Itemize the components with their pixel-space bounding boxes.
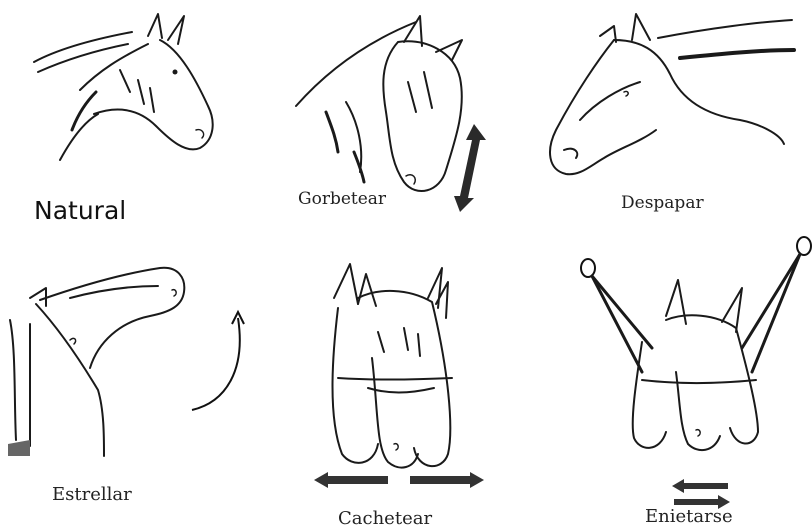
swing-left-arrow-icon — [314, 470, 390, 490]
panel-label-enietarse: Enietarse — [645, 506, 733, 527]
tie-left-arrow-icon — [672, 478, 730, 494]
panel-label-estrellar: Estrellar — [52, 484, 132, 505]
panel-label-despapar: Despapar — [621, 193, 704, 213]
horse-head-extended-icon — [540, 10, 800, 185]
horse-head-tucked-icon — [286, 12, 506, 212]
horse-head-raised-icon — [0, 260, 200, 460]
panel-label-cachetear: Cachetear — [338, 508, 432, 529]
panel-label-gorbetear: Gorbetear — [298, 189, 386, 209]
swing-right-arrow-icon — [408, 470, 484, 490]
panel-label-natural: Natural — [34, 196, 126, 225]
horse-head-front-swing-icon — [318, 258, 488, 488]
raise-arrow-icon — [186, 310, 256, 420]
horse-head-relaxed-icon — [20, 10, 230, 170]
horse-head-front-tied-icon — [576, 232, 806, 470]
